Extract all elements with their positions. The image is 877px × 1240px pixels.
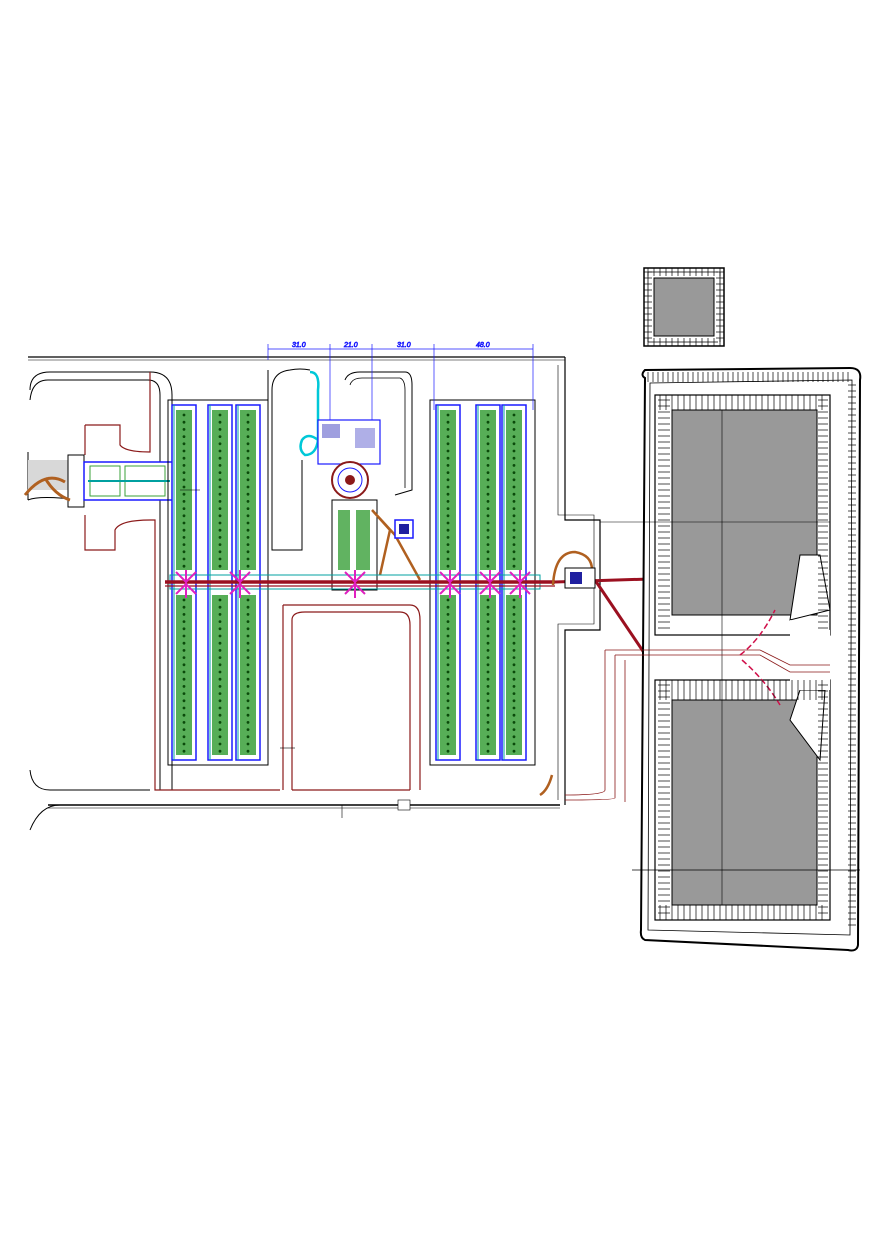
central-process-building <box>267 368 422 591</box>
small-square-tank <box>643 267 725 347</box>
aux-pipe-branches <box>175 570 531 598</box>
dimension-chain: 31.0 21.0 31.0 48.0 <box>267 342 534 420</box>
effluent-pump-station <box>539 550 596 797</box>
bioreactor-tanks-left <box>167 399 269 766</box>
inlet-works <box>23 454 175 508</box>
dim-label-1: 31.0 <box>292 342 306 349</box>
lagoon-complex <box>564 366 862 952</box>
reference-lines <box>180 489 411 818</box>
internal-roads <box>84 372 421 791</box>
dim-label-4: 48.0 <box>476 342 490 349</box>
dim-label-2: 21.0 <box>343 342 358 349</box>
dim-label-3: 31.0 <box>397 342 411 349</box>
